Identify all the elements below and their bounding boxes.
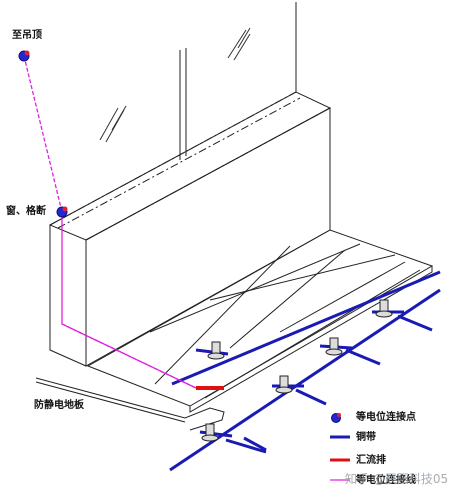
legend-point-label: 等电位连接点 <box>356 412 416 423</box>
equipotential-wires <box>23 55 197 389</box>
raised-floor <box>35 229 434 431</box>
label-ceiling: 至吊顶 <box>12 30 42 41</box>
legend-copper-label: 铜带 <box>356 432 376 443</box>
floor-pedestals <box>201 299 393 442</box>
watermark: 知乎 @辰阳科技05 <box>345 472 449 486</box>
wall-box <box>48 2 332 367</box>
label-window: 窗、格断 <box>6 206 46 217</box>
connection-points <box>18 50 68 218</box>
legend-samples <box>330 413 350 481</box>
legend-busbar-label: 汇流排 <box>356 455 386 466</box>
label-floor: 防静电地板 <box>34 400 84 411</box>
legend-wire-label: 等电位连接线 <box>356 475 416 486</box>
